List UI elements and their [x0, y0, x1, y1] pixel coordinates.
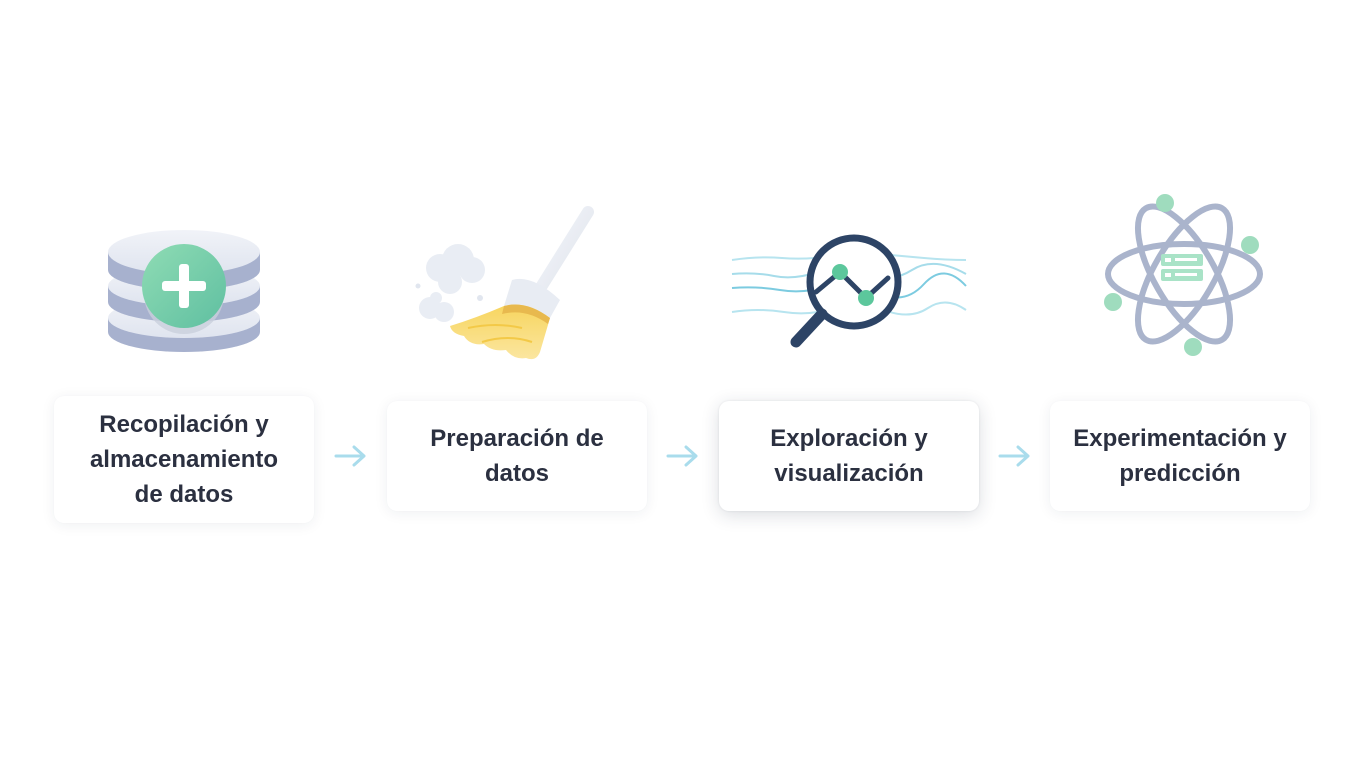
step-card-3: Exploración y visualización	[719, 401, 979, 511]
broom-icon	[415, 206, 594, 360]
arrow-right-icon	[666, 445, 698, 467]
atom-server-icon	[1104, 194, 1263, 356]
step-3-label: Exploración y visualización	[770, 425, 928, 487]
step-1-label: Recopilación y almacenamiento de datos	[89, 411, 279, 508]
step-2-label: Preparación de datos	[430, 425, 604, 487]
database-add-icon	[108, 230, 260, 352]
arrow-right-icon	[998, 445, 1030, 467]
step-4-label: Experimentación y predicción	[1073, 425, 1287, 487]
magnifier-chart-icon	[731, 234, 967, 348]
step-card-1: Recopilación y almacenamiento de datos	[54, 396, 314, 523]
arrow-right-icon	[334, 445, 366, 467]
step-card-4: Experimentación y predicción	[1050, 401, 1310, 511]
step-card-2: Preparación de datos	[387, 401, 647, 511]
